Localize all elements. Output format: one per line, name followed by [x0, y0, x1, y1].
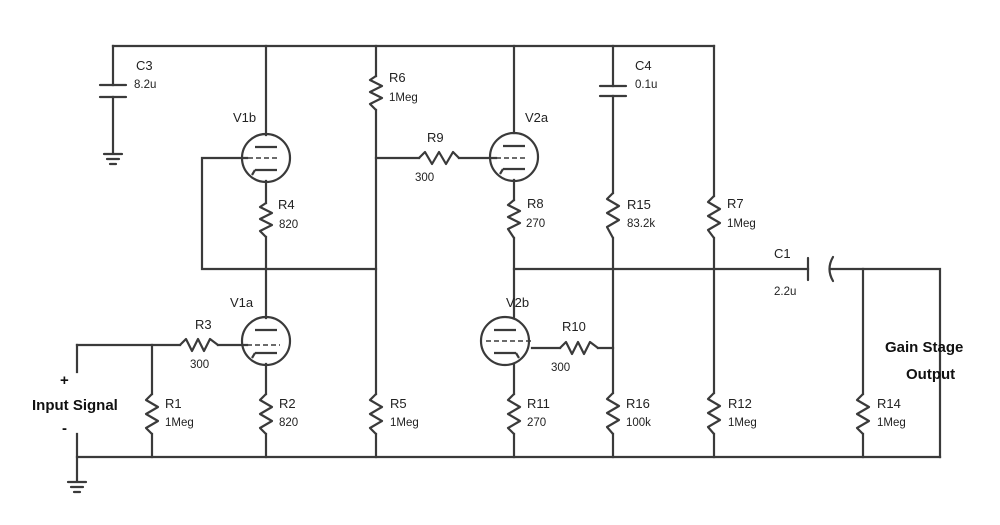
r10-value: 300	[551, 362, 570, 374]
r9-value: 300	[415, 172, 434, 184]
r4-value: 820	[279, 219, 298, 231]
output-label-line1: Gain Stage	[885, 339, 963, 356]
v2b-label: V2b	[506, 295, 529, 310]
r15-label: R15	[627, 197, 651, 212]
v1b-label: V1b	[233, 110, 256, 125]
wires	[75, 44, 942, 483]
ground-icon-input	[66, 480, 88, 494]
output-label-line2: Output	[906, 366, 955, 383]
r12-value: 1Meg	[728, 417, 757, 429]
tube-v1b	[240, 132, 292, 184]
c1-value: 2.2u	[774, 286, 796, 298]
r10-label: R10	[562, 319, 586, 334]
resistor-r11	[506, 392, 522, 436]
r6-value: 1Meg	[389, 92, 418, 104]
input-minus-sign: -	[62, 420, 67, 437]
resistor-r9	[417, 150, 461, 166]
r11-value: 270	[527, 417, 546, 429]
resistor-r8	[506, 198, 522, 240]
c4-value: 0.1u	[635, 79, 657, 91]
resistor-r5	[368, 392, 384, 436]
c4-label: C4	[635, 58, 652, 73]
r11-label: R11	[527, 396, 550, 411]
labels: C3 8.2u R6 1Meg C4 0.1u V1b V2a R9 300 R…	[32, 58, 963, 437]
tube-v2b	[479, 315, 532, 367]
resistor-r3	[178, 337, 220, 353]
v1a-label: V1a	[230, 295, 254, 310]
resistor-r1	[144, 392, 160, 436]
r14-value: 1Meg	[877, 417, 906, 429]
resistor-r6	[368, 74, 384, 112]
v1b-grid-loop-wire	[200, 156, 378, 271]
capacitor-c3	[98, 83, 128, 99]
r6-label: R6	[389, 70, 406, 85]
output-wire	[512, 267, 942, 459]
resistor-r2	[258, 392, 274, 436]
r8-label: R8	[527, 196, 544, 211]
r9-label: R9	[427, 130, 444, 145]
r2-value: 820	[279, 417, 298, 429]
r7-value: 1Meg	[727, 218, 756, 230]
capacitor-c4	[598, 84, 628, 98]
r16-value: 100k	[626, 417, 651, 429]
r4-label: R4	[278, 197, 295, 212]
resistor-r16	[605, 391, 621, 436]
r8-value: 270	[526, 218, 545, 230]
r3-value: 300	[190, 359, 209, 371]
r12-label: R12	[728, 396, 752, 411]
resistor-r10	[558, 340, 600, 356]
tube-v2a	[488, 131, 540, 183]
v2a-label: V2a	[525, 110, 549, 125]
r14-label: R14	[877, 396, 901, 411]
c3-label: C3	[136, 58, 153, 73]
r3-label: R3	[195, 317, 212, 332]
r16-label: R16	[626, 396, 650, 411]
resistor-r4	[258, 201, 274, 239]
r2-label: R2	[279, 396, 296, 411]
tube-v1a	[240, 315, 292, 367]
r7-label: R7	[727, 196, 744, 211]
ground-icon-c3	[102, 152, 124, 166]
r1-label: R1	[165, 396, 182, 411]
resistor-r14	[855, 392, 871, 436]
input-signal-label: Input Signal	[32, 397, 118, 414]
input-plus-sign: +	[60, 372, 69, 389]
resistor-r12	[706, 391, 722, 436]
capacitor-c1	[806, 255, 835, 283]
r1-value: 1Meg	[165, 417, 194, 429]
r5-value: 1Meg	[390, 417, 419, 429]
r15-value: 83.2k	[627, 218, 655, 230]
c1-label: C1	[774, 246, 791, 261]
resistor-r15	[605, 191, 621, 240]
c3-value: 8.2u	[134, 79, 156, 91]
r5-label: R5	[390, 396, 407, 411]
resistor-r7	[706, 194, 722, 240]
